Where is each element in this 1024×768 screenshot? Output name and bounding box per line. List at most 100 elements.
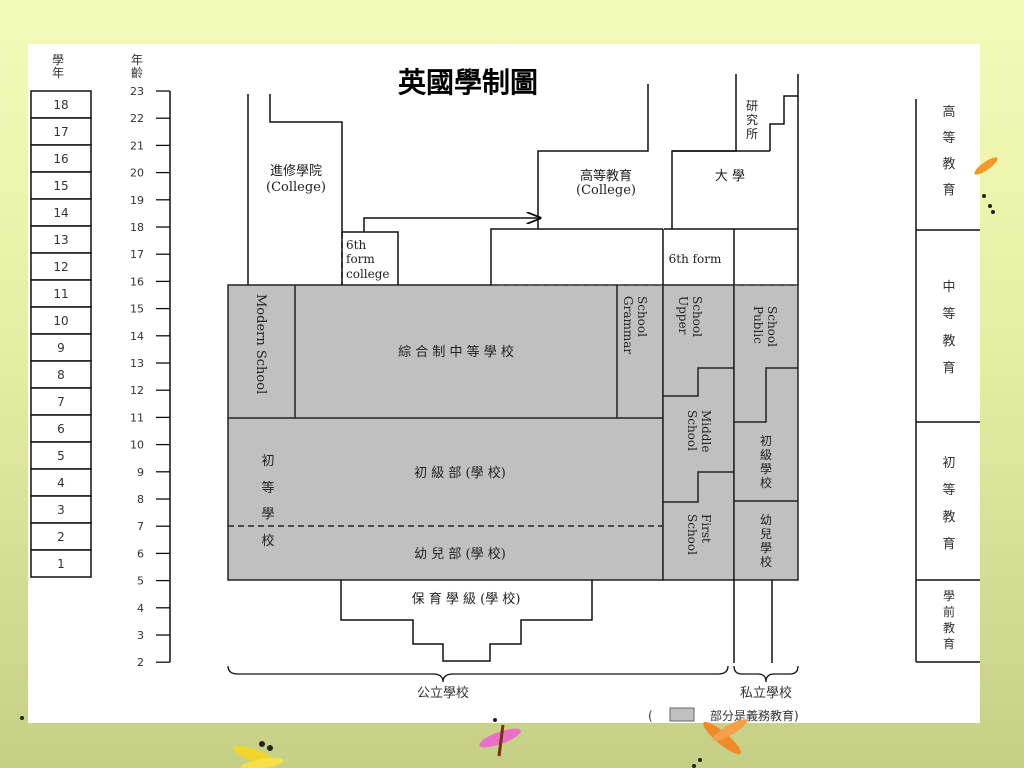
- upper-school-label-1: Upper: [676, 296, 690, 335]
- primary-vertical-4: 校: [261, 533, 274, 549]
- age-header-2: 齡: [131, 66, 143, 80]
- legend-swatch: [669, 707, 695, 722]
- upper-structures: [247, 74, 799, 285]
- level-preschool-3: 教: [943, 620, 955, 635]
- level-preschool-1: 學: [943, 589, 955, 603]
- middle-school-label-2: School: [685, 410, 699, 451]
- university-label: 大 學: [715, 169, 745, 184]
- public-school-bracket-label: 公立學校: [417, 685, 469, 701]
- level-preschool-4: 育: [943, 636, 955, 651]
- level-secondary-3: 教: [942, 333, 955, 349]
- grade-label: 18: [53, 98, 68, 112]
- level-higher-1: 高: [942, 104, 955, 120]
- grade-label: 7: [57, 395, 65, 409]
- nursery-label: 保 育 學 級 (學 校): [412, 591, 521, 607]
- grade-label: 13: [53, 233, 68, 247]
- age-label: 20: [130, 167, 144, 180]
- dragonfly-icon-bottom-left: [233, 741, 284, 768]
- legend-text: 部分是義務教育): [710, 708, 799, 723]
- age-label: 11: [130, 411, 144, 424]
- grade-cell: [30, 387, 92, 416]
- grade-label: 8: [57, 368, 65, 382]
- junior-dept-label: 初 級 部 (學 校): [414, 465, 506, 481]
- age-label: 14: [130, 330, 144, 343]
- level-preschool-2: 前: [943, 604, 955, 619]
- grade-cell: [30, 549, 92, 578]
- level-primary-1: 初: [942, 456, 955, 471]
- modern-school-label: Modern School: [253, 294, 268, 394]
- sixth-form-college-3: college: [346, 267, 390, 281]
- grade-cell: [30, 171, 92, 200]
- level-secondary-4: 育: [942, 360, 955, 376]
- college-right-label-1: 高等教育: [580, 168, 632, 184]
- grade-cell: [30, 522, 92, 551]
- level-higher-2: 等: [942, 130, 955, 146]
- age-label: 8: [137, 493, 144, 506]
- dragonfly-icon-bottom-center: [479, 718, 521, 757]
- comprehensive-label: 綜 合 制 中 等 學 校: [398, 344, 514, 360]
- private-infant-3: 學: [760, 541, 772, 555]
- graduate-label-1: 研: [746, 99, 758, 113]
- college-right-label-2: (College): [576, 183, 636, 198]
- age-label: 19: [130, 194, 144, 207]
- grade-label: 15: [53, 179, 68, 193]
- graduate-label-3: 所: [746, 127, 758, 141]
- age-label: 15: [130, 303, 144, 316]
- private-infant-2: 兒: [760, 527, 772, 541]
- grammar-school-label-2: School: [635, 296, 649, 337]
- level-column: [915, 99, 980, 663]
- grade-label: 1: [57, 557, 65, 571]
- age-label: 13: [130, 357, 144, 370]
- upper-labels: 進修學院 (College) 6th form college 高等教育 (Co…: [266, 99, 758, 281]
- grade-label: 12: [53, 260, 68, 274]
- grade-cell: [30, 225, 92, 254]
- grade-label: 5: [57, 449, 65, 463]
- grade-label: 3: [57, 503, 65, 517]
- private-primary-2: 級: [760, 448, 772, 462]
- middle-school-label-1: Middle: [699, 410, 713, 452]
- compulsory-regions: [227, 284, 799, 581]
- age-header-1: 年: [131, 53, 143, 67]
- age-label: 7: [137, 520, 144, 533]
- education-system-diagram: 英國學制圖 學 年 年 齡 18171615141312111098765432…: [30, 53, 980, 723]
- grade-label: 16: [53, 152, 68, 166]
- level-labels: 高 等 教 育 中 等 教 育 初 等 教 育 學 前 教 育: [942, 104, 955, 651]
- grade-cell: [30, 441, 92, 470]
- age-label: 4: [137, 602, 144, 615]
- primary-vertical-1: 初: [261, 454, 274, 469]
- grade-cell: [30, 333, 92, 362]
- grade-cell: [30, 360, 92, 389]
- grade-label: 10: [53, 314, 68, 328]
- bottom-brackets: [227, 665, 799, 683]
- grade-label: 11: [53, 287, 68, 301]
- grade-label: 6: [57, 422, 65, 436]
- grade-label: 17: [53, 125, 68, 139]
- grade-label: 2: [57, 530, 65, 544]
- graduate-label-2: 究: [746, 112, 758, 127]
- grade-label: 14: [53, 206, 68, 220]
- grade-label: 4: [57, 476, 65, 490]
- sixth-form-college-1: 6th: [346, 238, 366, 252]
- grade-header-1: 學: [52, 53, 64, 67]
- age-label: 10: [130, 439, 144, 452]
- dragonfly-icon-bottom-right: [692, 719, 748, 768]
- private-infant-4: 校: [760, 554, 772, 569]
- nursery-shape: [340, 580, 593, 662]
- level-higher-3: 教: [942, 156, 955, 172]
- private-school-bracket-label: 私立學校: [740, 685, 792, 701]
- grade-ladder: 18 17 16 15 14 13 12 11 10 9 8 7 6 5 4 3 2 1: [30, 90, 92, 578]
- grade-label: 9: [57, 341, 65, 355]
- level-secondary-2: 等: [942, 306, 955, 322]
- level-primary-2: 等: [942, 482, 955, 498]
- age-label: 22: [130, 112, 144, 125]
- private-primary-3: 學: [760, 462, 772, 476]
- legend-open: (: [648, 709, 653, 723]
- first-school-label-2: School: [685, 514, 699, 555]
- age-label: 12: [130, 384, 144, 397]
- upper-school-label-2: School: [690, 296, 704, 337]
- age-label: 3: [137, 629, 144, 642]
- grade-header-2: 年: [52, 66, 64, 80]
- age-label: 17: [130, 248, 144, 261]
- primary-vertical-2: 等: [261, 480, 274, 496]
